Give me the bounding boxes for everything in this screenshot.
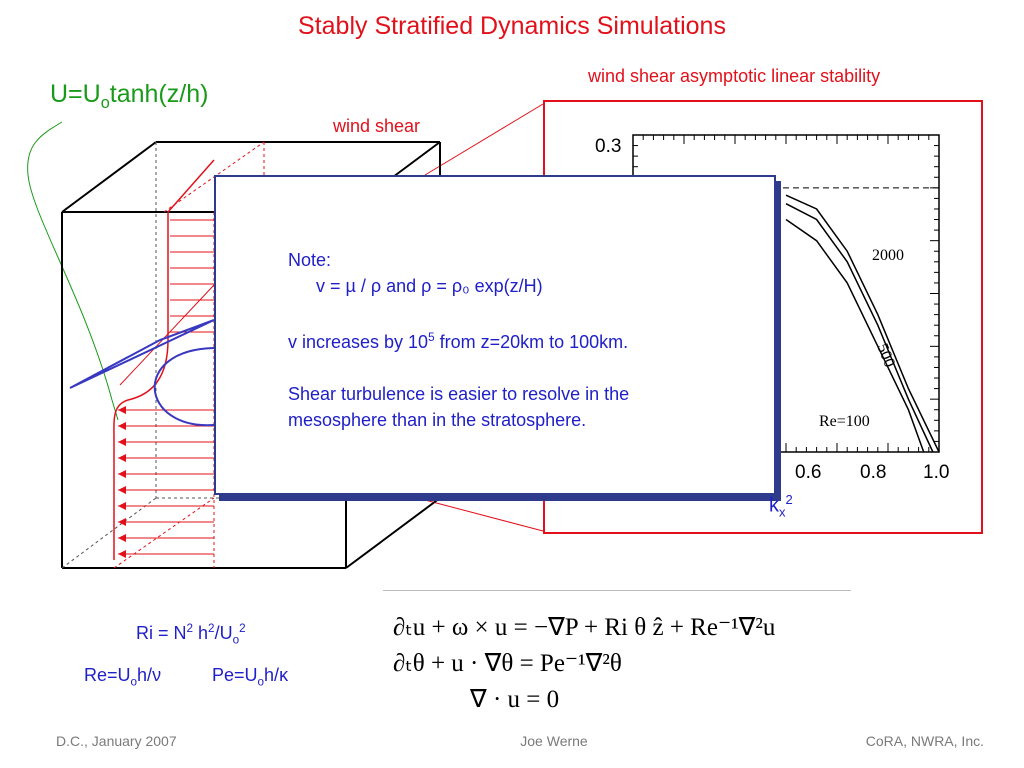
wind-shear-profile xyxy=(113,159,215,568)
momentum-equation: ∂ₜu + ω × u = −∇P + Ri θ ẑ + Re⁻¹∇²u xyxy=(393,614,776,641)
velocity-profile-formula: U=Uotanh(z/h) xyxy=(50,80,208,113)
wind-shear-pointer xyxy=(119,284,215,386)
x-tick-label: 0.8 xyxy=(860,462,886,483)
wind-shear-label: wind shear xyxy=(333,116,421,136)
footer-author: Joe Werne xyxy=(520,733,588,749)
shear-arrowhead xyxy=(118,502,126,510)
continuity-equation: ∇ · u = 0 xyxy=(470,686,560,713)
shear-arrowhead xyxy=(118,518,126,526)
peclet-number: Pe=Uoh/κ xyxy=(212,665,289,689)
note-viscosity-relation: v = µ / ρ and ρ = ρ₀ exp(z/H) xyxy=(316,276,543,296)
note-turbulence-line-1: Shear turbulence is easier to resolve in… xyxy=(288,384,630,404)
x-tick-label: 0.6 xyxy=(795,462,821,483)
shear-arrowhead xyxy=(118,534,126,542)
slide-title: Stably Stratified Dynamics Simulations xyxy=(298,12,726,40)
formula-u-main: U=U xyxy=(50,80,101,108)
y-tick-label: 0.3 xyxy=(595,136,621,157)
reynolds-number: Re=Uoh/ν xyxy=(84,665,162,689)
shear-arrowhead xyxy=(118,486,126,494)
shear-arrowhead xyxy=(118,550,126,558)
curve-group xyxy=(785,194,940,453)
stability-curve xyxy=(785,203,934,453)
formula-pointer-curve xyxy=(27,121,119,421)
stability-curve xyxy=(785,194,940,453)
formula-u-rest: tanh(z/h) xyxy=(109,80,209,108)
x-axis-label: kx2 xyxy=(769,492,793,520)
stability-curve xyxy=(785,218,925,453)
note-viscosity-increase: v increases by 105 from z=20km to 100km. xyxy=(288,331,629,352)
note-turbulence-line-2: mesosphere than in the stratosphere. xyxy=(288,410,587,430)
separator-line xyxy=(383,590,851,591)
shear-profile-curve xyxy=(113,159,215,560)
stability-label: wind shear asymptotic linear stability xyxy=(588,66,881,86)
zoom-line-top xyxy=(424,103,544,176)
shear-arrowhead xyxy=(118,406,126,414)
footer-date: D.C., January 2007 xyxy=(56,733,177,749)
vortex-sketch xyxy=(69,319,215,427)
shear-arrowhead xyxy=(118,454,126,462)
curve-label-2000: 2000 xyxy=(872,247,904,264)
richardson-number: Ri = N2 h2/Uo2 xyxy=(136,622,246,647)
x-tick-label: 1.0 xyxy=(923,462,949,483)
footer-organization: CoRA, NWRA, Inc. xyxy=(865,733,984,749)
formula-u-sub: o xyxy=(100,94,110,112)
shear-arrowhead xyxy=(118,422,126,430)
note-box: Note: v = µ / ρ and ρ = ρ₀ exp(z/H) v in… xyxy=(214,175,776,495)
note-text: Note: v = µ / ρ and ρ = ρ₀ exp(z/H) v in… xyxy=(288,247,629,433)
temperature-equation: ∂ₜθ + u · ∇θ = Pe⁻¹∇²θ xyxy=(393,650,622,677)
zoom-line-bottom xyxy=(424,499,544,532)
shear-arrowhead xyxy=(118,438,126,446)
curve-label-re100: Re=100 xyxy=(819,413,870,430)
shear-arrowhead xyxy=(118,470,126,478)
note-heading: Note: xyxy=(288,250,332,270)
